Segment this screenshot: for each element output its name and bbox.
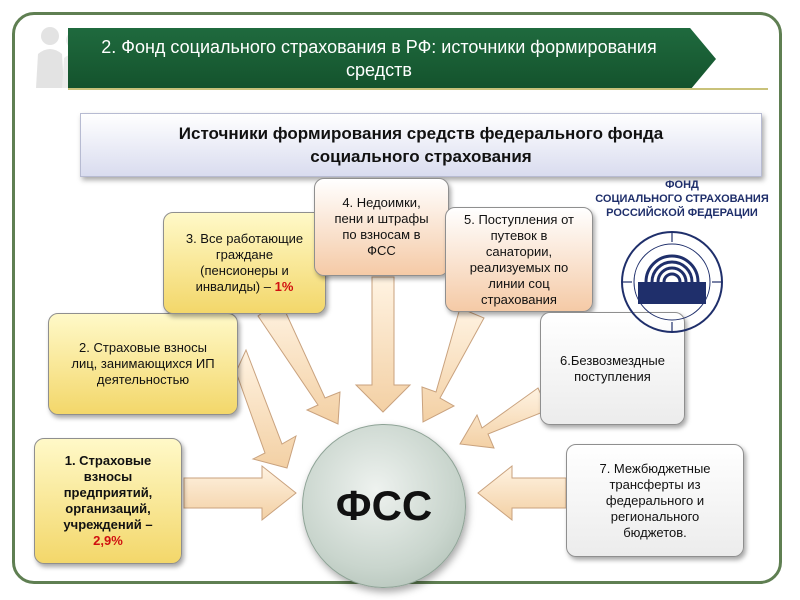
source-5-line-3: санатории,: [485, 243, 553, 259]
source-2-line-1: 2. Страховые взносы: [79, 340, 207, 355]
source-4-line-1: 4. Недоимки,: [342, 195, 421, 210]
source-4-line-2: пени и штрафы: [334, 211, 429, 226]
subtitle-box: Источники формирования средств федеральн…: [80, 113, 762, 177]
source-box-3: 3. Все работающие граждане (пенсионеры и…: [163, 212, 326, 314]
source-3-percentage: 1%: [274, 279, 294, 294]
header-underline: [68, 88, 768, 90]
source-5-line-1: 5. Поступления от: [464, 211, 574, 227]
source-1-percentage: 2,9%: [93, 533, 123, 548]
source-box-2: 2. Страховые взносы лиц, занимающихся ИП…: [48, 313, 238, 415]
source-5-line-5: линии соц: [488, 275, 550, 291]
source-5-line-2: путевок в: [490, 227, 548, 243]
source-box-4: 4. Недоимки, пени и штрафы по взносам в …: [314, 178, 449, 276]
arrow-from-source-3: [257, 299, 341, 425]
source-4-line-4: ФСС: [367, 243, 396, 258]
logo-text-line-3: РОССИЙСКОЙ ФЕДЕРАЦИИ: [606, 207, 758, 219]
source-7-line-3: федерального и: [605, 492, 705, 508]
source-3-line-2: граждане: [215, 247, 274, 262]
source-3-line-3: (пенсионеры и: [200, 263, 289, 278]
source-2-line-2: лиц, занимающихся ИП: [71, 356, 215, 371]
source-1-line-1: 1. Страховые: [64, 453, 152, 468]
fss-center-circle: ФСС: [302, 424, 466, 588]
subtitle-line-2: социального страхования: [310, 147, 532, 166]
source-box-5: 5. Поступления от путевок в санатории, р…: [445, 207, 593, 312]
source-3-line-4: инвалиды) –: [195, 279, 271, 294]
arrow-from-source-5: [421, 307, 485, 423]
slide-title-text: 2. Фонд социального страхования в РФ: ис…: [101, 37, 657, 80]
source-box-1: 1. Страховые взносы предприятий, организ…: [34, 438, 182, 564]
source-4-line-3: по взносам в: [342, 227, 421, 242]
source-5-line-6: страхования: [481, 291, 557, 307]
source-1-line-4: организаций,: [65, 501, 151, 516]
source-7-line-4: регионального: [610, 508, 700, 524]
logo-text-line-2: СОЦИАЛЬНОГО СТРАХОВАНИЯ: [595, 193, 769, 205]
source-7-line-2: трансферты из: [609, 476, 701, 492]
arrow-from-source-4: [354, 276, 412, 413]
fss-center-label: ФСС: [335, 482, 433, 529]
source-6-line-1: 6.Безвозмездные: [560, 352, 665, 368]
arrow-from-source-7: [477, 464, 567, 522]
arrow-from-source-1: [183, 464, 297, 522]
source-box-7: 7. Межбюджетные трансферты из федерально…: [566, 444, 744, 557]
slide-title: 2. Фонд социального страхования в РФ: ис…: [68, 28, 716, 90]
source-2-line-3: деятельностью: [96, 372, 190, 387]
source-1-line-5: учреждений –: [63, 517, 153, 532]
arrow-from-source-2: [235, 348, 297, 469]
source-1-line-3: предприятий,: [63, 485, 153, 500]
fss-emblem-icon: [621, 231, 723, 333]
fund-logo-text: ФОНД СОЦИАЛЬНОГО СТРАХОВАНИЯ РОССИЙСКОЙ …: [592, 178, 772, 220]
source-7-line-1: 7. Межбюджетные: [599, 460, 711, 476]
logo-text-line-1: ФОНД: [665, 179, 699, 191]
source-5-line-4: реализуемых по: [469, 259, 569, 275]
source-6-line-2: поступления: [574, 368, 651, 384]
source-7-line-5: бюджетов.: [623, 524, 687, 540]
source-1-line-2: взносы: [83, 469, 133, 484]
subtitle-line-1: Источники формирования средств федеральн…: [178, 124, 664, 143]
source-3-line-1: 3. Все работающие: [185, 231, 304, 246]
arrow-from-source-6: [459, 387, 549, 449]
